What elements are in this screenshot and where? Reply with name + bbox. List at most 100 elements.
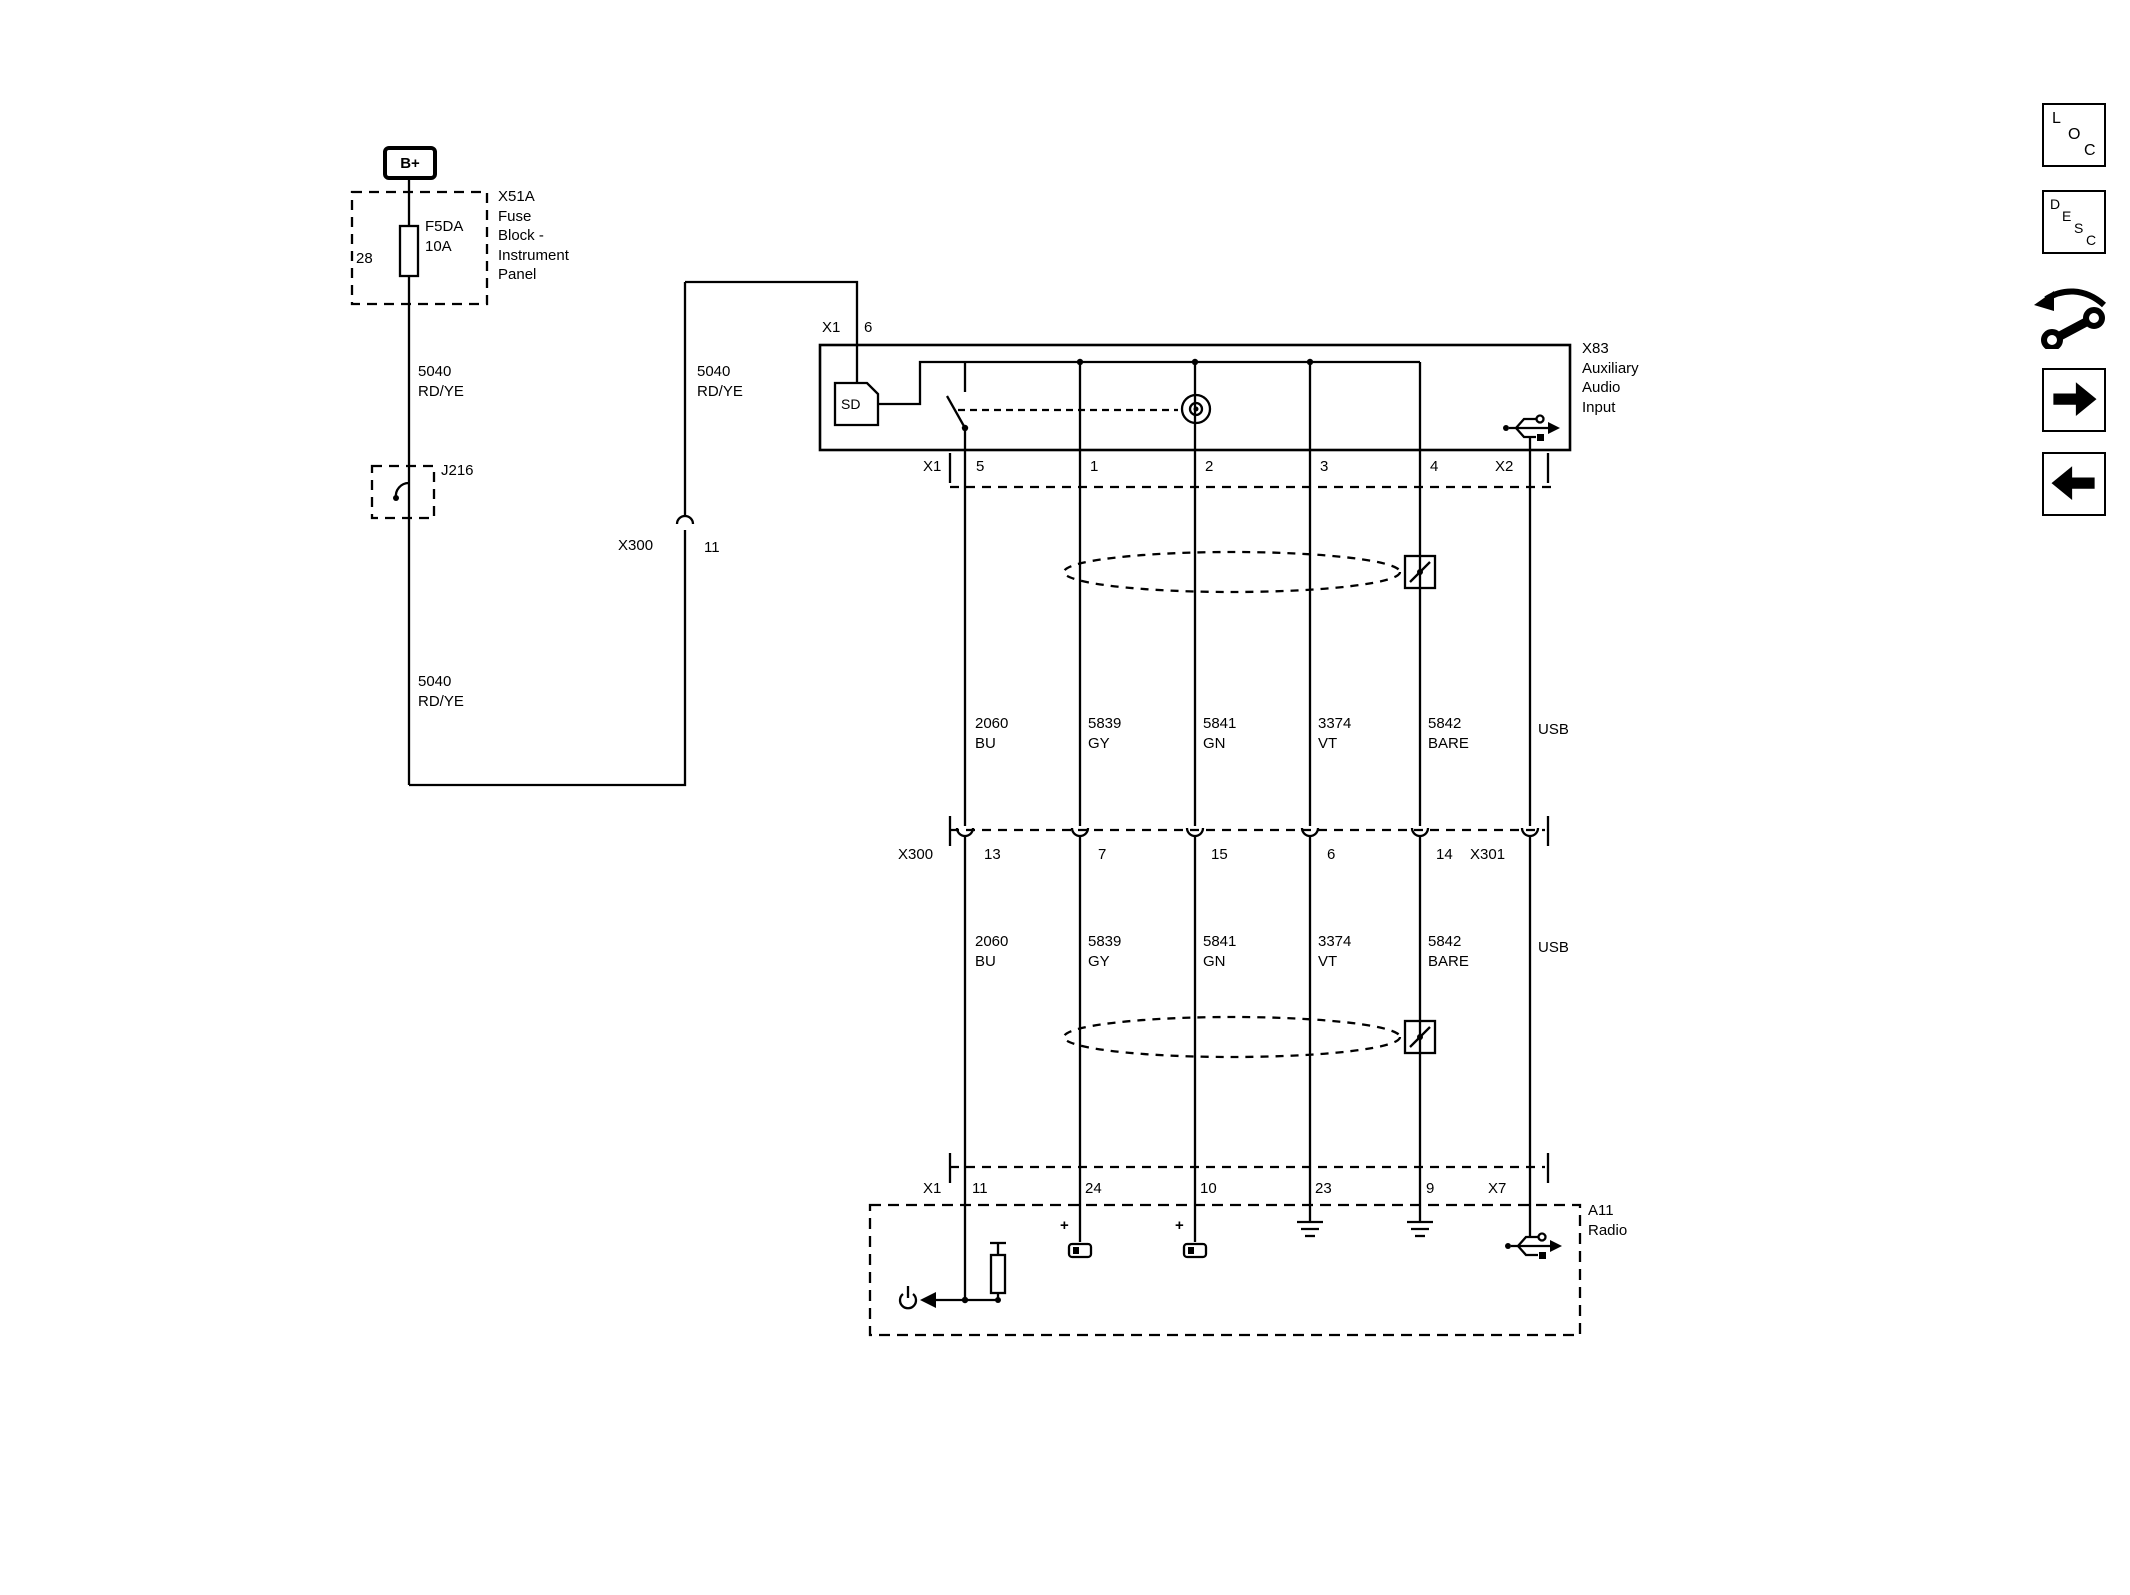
- inline-terminal-icon: [955, 827, 975, 838]
- sd-card-slot-icon: [833, 381, 880, 427]
- x83-title: X83 Auxiliary Audio Input: [1582, 340, 1639, 416]
- inline-terminal-icon: [1410, 827, 1430, 838]
- plus-label-left: +: [1060, 1217, 1069, 1234]
- fuse-label: F5DA 10A: [425, 218, 464, 255]
- x83-bottom-conn-left: X1: [923, 458, 942, 475]
- radio-pin11-label: 11: [972, 1180, 988, 1197]
- audio-input-icon-right: [1182, 1242, 1208, 1259]
- wire-label-2060-bu-upper: 2060 BU: [975, 715, 1009, 752]
- wrench-arrow-icon: [2034, 288, 2107, 351]
- usb-icon-x2: [1503, 414, 1560, 441]
- harness-lower: [963, 836, 1532, 1300]
- shield-ellipse-lower: [1062, 1015, 1402, 1059]
- battery-positive: B+: [383, 146, 437, 180]
- x83-top-conn-label: X1: [822, 319, 841, 336]
- power-circuit: [350, 180, 859, 787]
- loc-letter: O: [2068, 126, 2081, 143]
- inline-right-label: X301: [1470, 846, 1506, 863]
- wire-label-5841-gn-lower: 5841 GN: [1203, 933, 1237, 970]
- junction-dot: [1191, 358, 1199, 366]
- loc-button[interactable]: L O C: [2042, 103, 2106, 167]
- radio-pin10-label: 10: [1200, 1180, 1217, 1197]
- junction-dot: [961, 1296, 969, 1304]
- wire-label-usb-upper: USB: [1538, 721, 1569, 738]
- junction-dot: [1306, 358, 1314, 366]
- junction-dot: [995, 1297, 1001, 1303]
- radio-conn-left-label: X1: [923, 1180, 942, 1197]
- repair-instructions-button[interactable]: [2032, 283, 2110, 351]
- x83-pin5-label: 5: [976, 458, 985, 475]
- plus-label-right: +: [1175, 1217, 1184, 1234]
- radio-title: A11 Radio: [1588, 1202, 1628, 1239]
- inline-pin13-label: 13: [984, 846, 1001, 863]
- inline-terminal-icon: [1300, 827, 1320, 838]
- radio-pin23-label: 23: [1315, 1180, 1332, 1197]
- x83-module: [818, 343, 1572, 489]
- inline-connector-row: [948, 816, 1550, 846]
- fuse-block-outline: [350, 190, 489, 306]
- sd-label: SD: [841, 396, 861, 412]
- radio-module: [868, 1153, 1582, 1337]
- wire-label-5842-bare-lower: 5842 BARE: [1428, 933, 1469, 970]
- harness-upper: [963, 450, 1532, 826]
- shield-dot: [1417, 1034, 1423, 1040]
- shield-termination-icon: [1403, 554, 1437, 590]
- ground-icon: [1297, 1220, 1323, 1238]
- headphone-jack-icon-inner: [1188, 401, 1204, 417]
- audio-input-icon-left: [1067, 1242, 1093, 1259]
- radio-conn-right-label: X7: [1488, 1180, 1507, 1197]
- radio-pin24-label: 24: [1085, 1180, 1102, 1197]
- wire-label-5842-bare-upper: 5842 BARE: [1428, 715, 1469, 752]
- fuse-block-title: X51A Fuse Block - Instrument Panel: [498, 188, 569, 283]
- shield-termination-icon: [1403, 1019, 1437, 1055]
- inline-pin7-label: 7: [1098, 846, 1107, 863]
- headphone-jack-dot: [1193, 406, 1199, 412]
- ground-icon: [1407, 1220, 1433, 1238]
- power-icon: [898, 1293, 918, 1310]
- wire-label-5839-gy-lower: 5839 GY: [1088, 933, 1122, 970]
- desc-letter: D: [2050, 196, 2061, 212]
- headphone-jack-icon: [1180, 393, 1212, 425]
- wire-label-5040-a: 5040 RD/YE: [418, 363, 464, 400]
- radio-outline: [868, 1203, 1582, 1337]
- wire-label-5040-b: 5040 RD/YE: [697, 363, 743, 400]
- arrow-left-icon: [2051, 466, 2095, 500]
- resistor-icon: [989, 1253, 1007, 1295]
- signal-arrow: [920, 1292, 936, 1308]
- desc-letter: E: [2062, 208, 2072, 224]
- usb-icon-x7: [1505, 1232, 1562, 1259]
- x83-pin3-label: 3: [1320, 458, 1329, 475]
- wire-label-3374-vt-lower: 3374 VT: [1318, 933, 1352, 970]
- desc-letter: C: [2086, 232, 2097, 248]
- inline-terminal-icon: [1185, 827, 1205, 838]
- x83-top-pin-label: 6: [864, 319, 873, 336]
- splice-outline: [370, 464, 436, 520]
- fuse-icon: [398, 224, 420, 278]
- desc-button[interactable]: D E S C: [2042, 190, 2106, 254]
- forward-button[interactable]: [2042, 368, 2106, 432]
- wire-label-2060-bu-lower: 2060 BU: [975, 933, 1009, 970]
- shield-dot: [1417, 569, 1423, 575]
- wire-label-5839-gy-upper: 5839 GY: [1088, 715, 1122, 752]
- switch-blade: [945, 395, 967, 429]
- wire-label-3374-vt-upper: 3374 VT: [1318, 715, 1352, 752]
- splice-label: J216: [441, 462, 474, 479]
- x83-pin2-label: 2: [1205, 458, 1214, 475]
- desc-letter: S: [2074, 220, 2084, 236]
- wire-5040-seg-b: [409, 530, 687, 787]
- fuse-cavity-label: 28: [356, 250, 373, 267]
- x83-pin4-label: 4: [1430, 458, 1439, 475]
- x83-pin1-label: 1: [1090, 458, 1099, 475]
- x300-single-pin: 11: [704, 539, 720, 556]
- back-button[interactable]: [2042, 452, 2106, 516]
- x300-single-name: X300: [618, 537, 654, 554]
- shield-ellipse-upper: [1062, 550, 1402, 594]
- x83-internal-bus: [878, 360, 1420, 406]
- radio-pin9-label: 9: [1426, 1180, 1435, 1197]
- inline-pin6-label: 6: [1327, 846, 1336, 863]
- inline-pin15-label: 15: [1211, 846, 1228, 863]
- wire-label-usb-lower: USB: [1538, 939, 1569, 956]
- x300-11-connector-icon: [675, 514, 695, 525]
